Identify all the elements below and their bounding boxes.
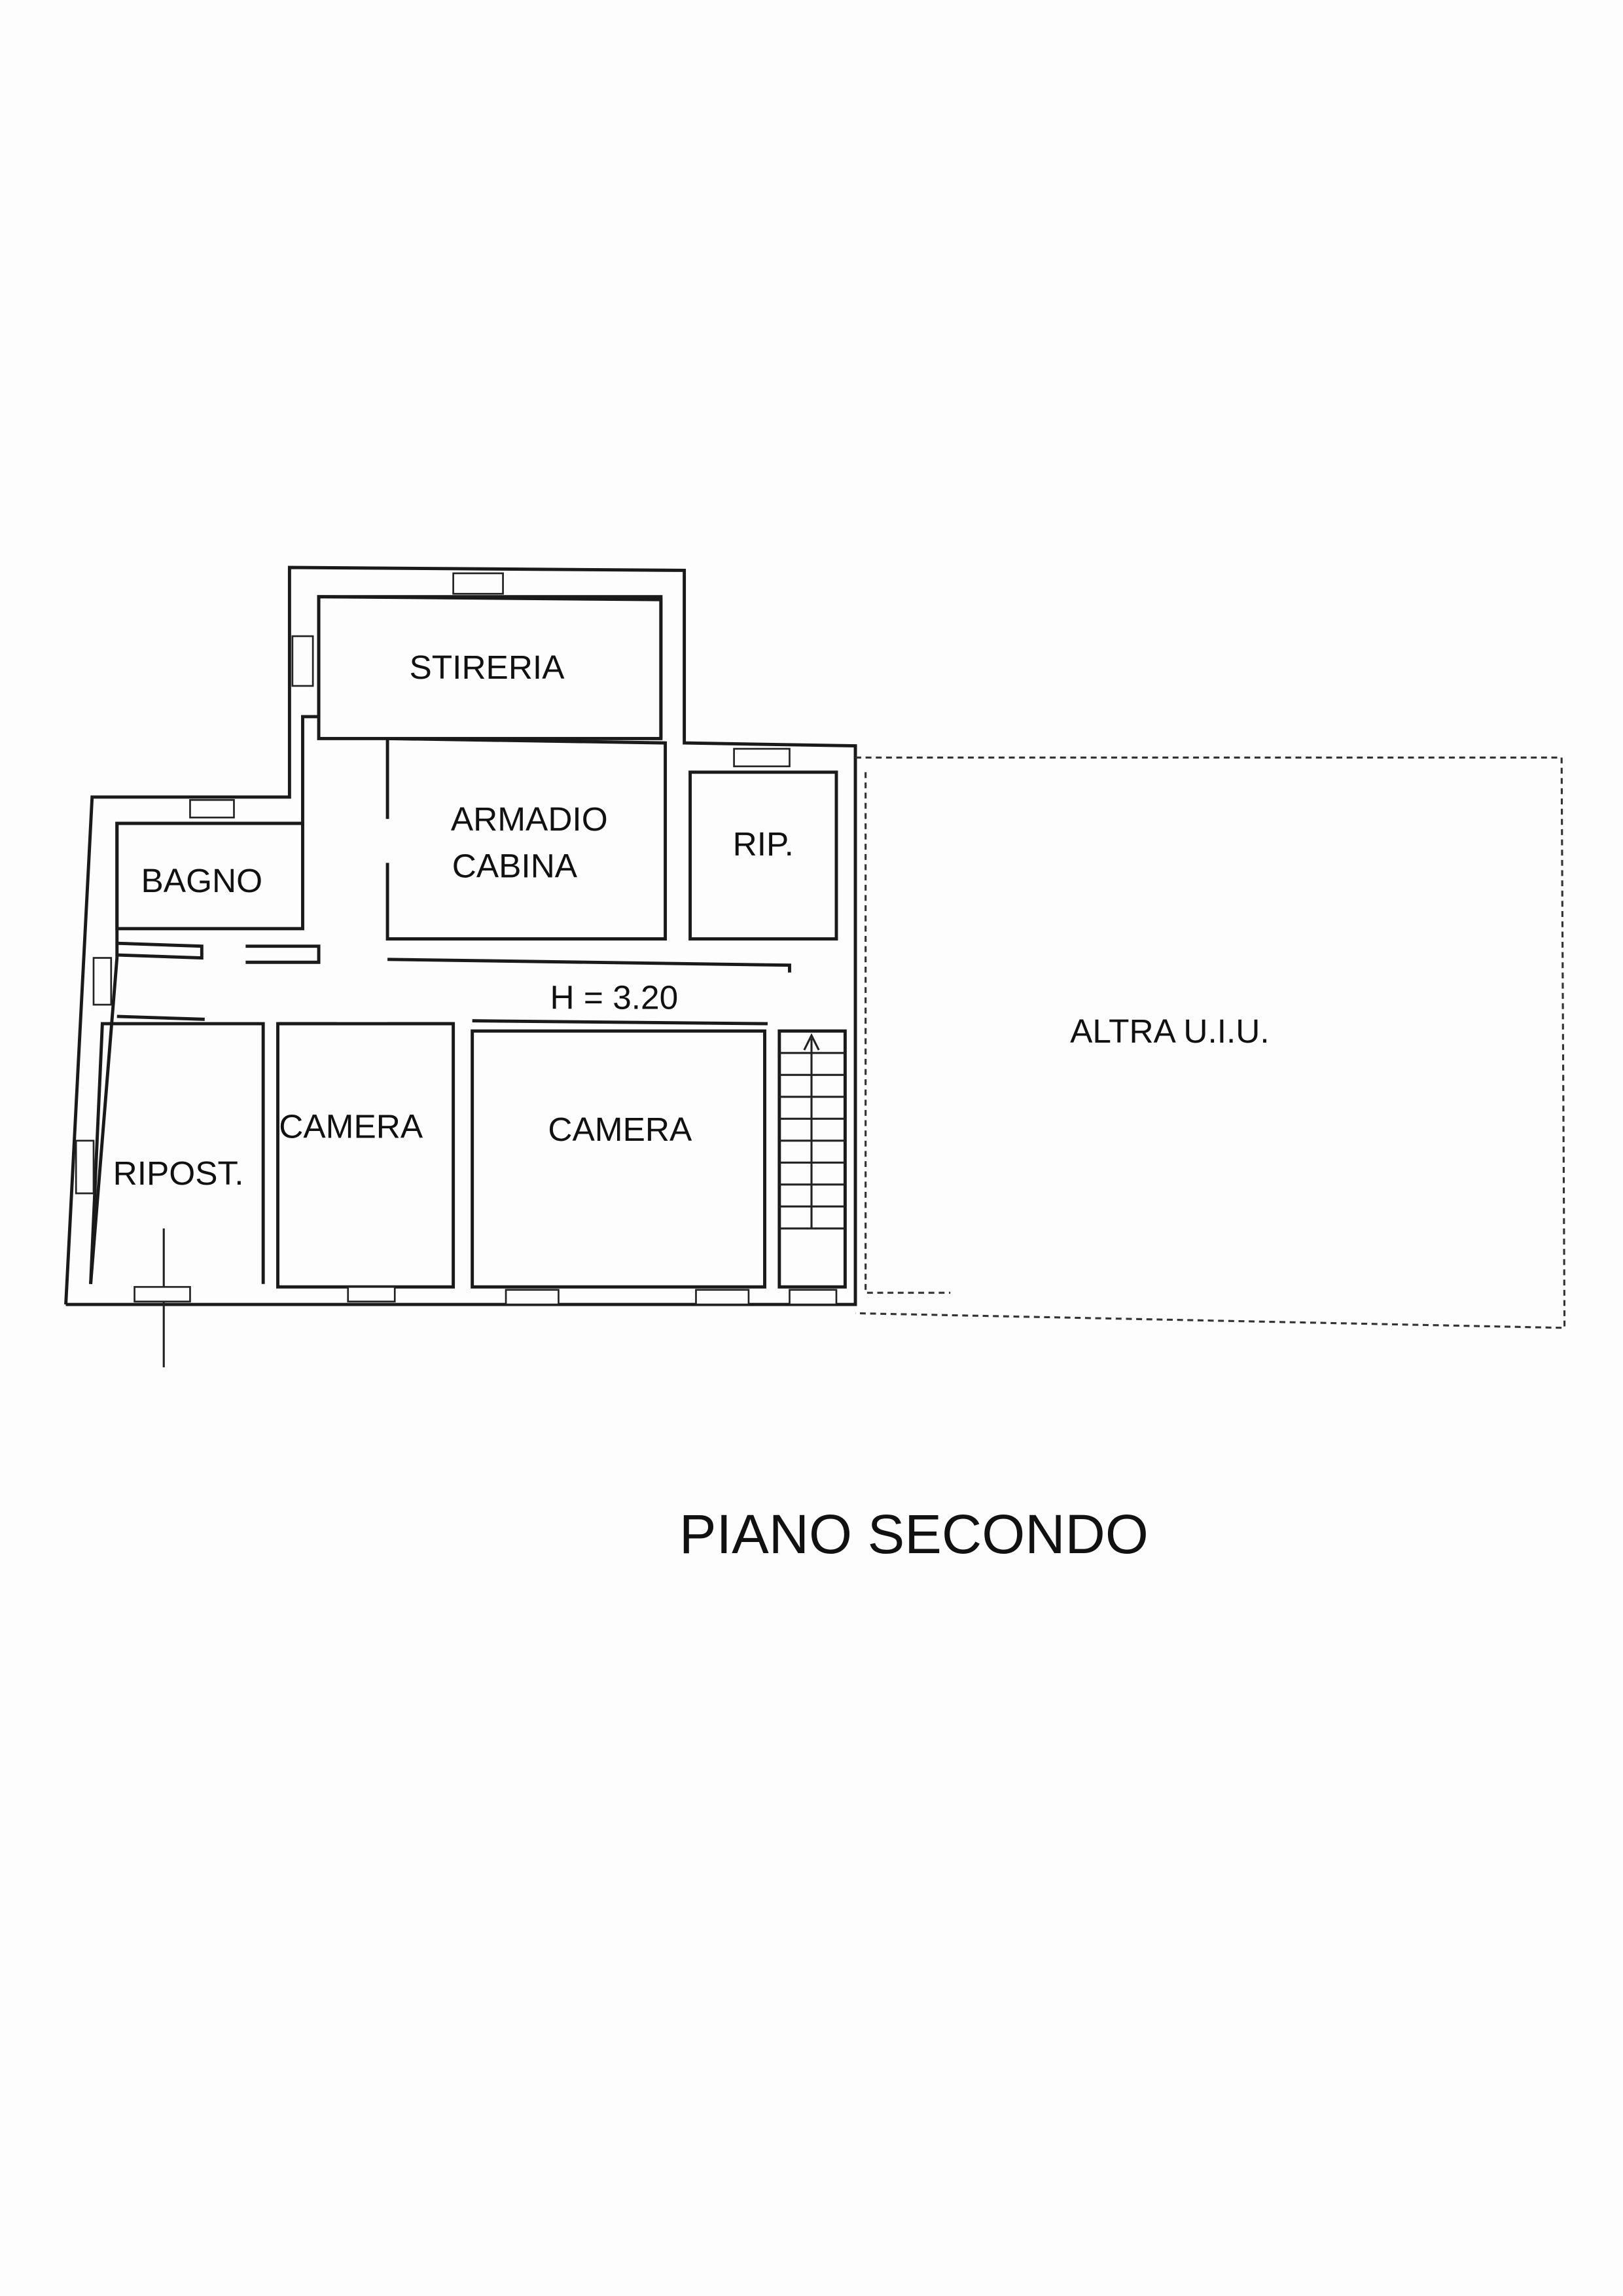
label-rip: RIP.: [733, 825, 794, 863]
room-camera-small: [276, 1022, 455, 1289]
plan-title: PIANO SECONDO: [679, 1503, 1149, 1565]
stairs: [777, 1029, 847, 1289]
label-stireria: STIRERIA: [410, 648, 565, 686]
room-bagno: [115, 821, 304, 931]
label-armadio: ARMADIO: [451, 800, 608, 838]
label-bagno: BAGNO: [141, 861, 263, 899]
altra-uiu-outline: [855, 756, 1566, 1329]
windows: [75, 572, 838, 1306]
room-stireria: [317, 595, 663, 740]
label-camera-small: CAMERA: [279, 1107, 423, 1145]
room-rip: [688, 770, 838, 941]
label-cabina: CABINA: [452, 847, 578, 885]
interior-walls: [89, 595, 847, 1368]
label-camera-large: CAMERA: [548, 1110, 692, 1148]
label-riposto: RIPOST.: [113, 1154, 244, 1192]
room-camera-large: [471, 1029, 766, 1289]
height-note: H = 3.20: [550, 978, 679, 1016]
label-altra-uiu: ALTRA U.I.U.: [1070, 1012, 1270, 1050]
stair-steps: [779, 1033, 846, 1230]
